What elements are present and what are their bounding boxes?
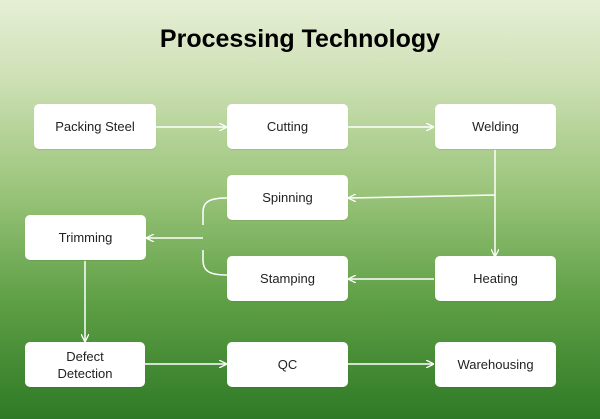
- node-warehousing: Warehousing: [435, 342, 556, 387]
- node-label: Warehousing: [457, 357, 534, 372]
- node-label-line2: Detection: [57, 365, 113, 381]
- node-trimming: Trimming: [25, 215, 146, 260]
- node-cutting: Cutting: [227, 104, 348, 149]
- connector-stamping-branch: [202, 250, 228, 276]
- node-heating: Heating: [435, 256, 556, 301]
- node-welding: Welding: [435, 104, 556, 149]
- node-label-line1: Defect: [66, 348, 104, 364]
- node-label: Cutting: [266, 119, 309, 134]
- node-label: Trimming: [58, 230, 113, 245]
- node-label: Stamping: [260, 271, 315, 286]
- node-packing-steel: Packing Steel: [34, 104, 156, 149]
- connector-spinning-branch: [202, 197, 228, 225]
- arrow-welding-to-spinning: [349, 195, 496, 198]
- node-label: Heating: [473, 271, 518, 286]
- node-label: QC: [277, 357, 298, 372]
- node-defect-detection: Defect Detection: [25, 342, 145, 387]
- node-spinning: Spinning: [227, 175, 348, 220]
- node-label: Spinning: [262, 190, 313, 205]
- node-label: Welding: [472, 119, 519, 134]
- node-stamping: Stamping: [227, 256, 348, 301]
- node-label: Packing Steel: [55, 119, 135, 134]
- page-title: Processing Technology: [159, 25, 441, 53]
- node-qc: QC: [227, 342, 348, 387]
